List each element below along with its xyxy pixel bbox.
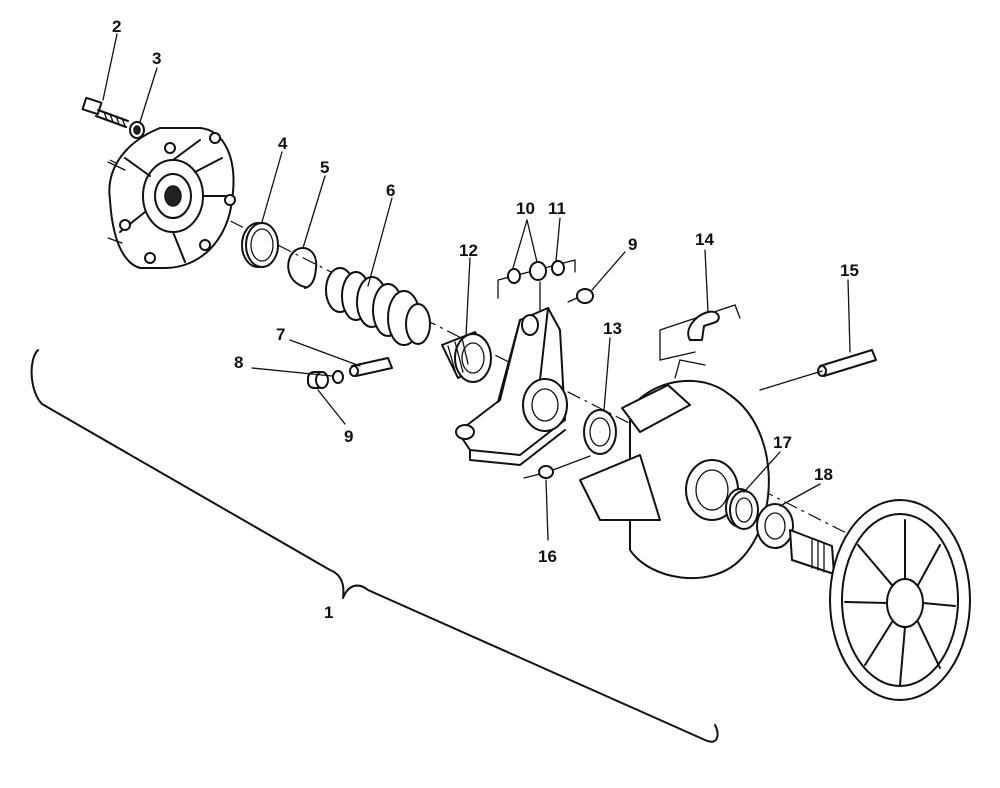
part-roller-sleeve bbox=[441, 331, 492, 383]
part-bolt bbox=[81, 96, 129, 128]
part-cap-lower bbox=[307, 371, 329, 389]
part-bushing bbox=[241, 222, 279, 268]
part-spider-arm bbox=[455, 307, 568, 466]
callout-14: 14 bbox=[695, 230, 714, 249]
part-snap-ring bbox=[287, 247, 318, 289]
callout-7: 7 bbox=[276, 325, 285, 344]
callout-11: 11 bbox=[548, 199, 566, 218]
part-thrust-washer bbox=[583, 409, 617, 455]
callout-4: 4 bbox=[278, 134, 288, 153]
callout-3: 3 bbox=[152, 49, 161, 68]
part-cap-upper bbox=[567, 288, 594, 304]
callout-8: 8 bbox=[234, 353, 243, 372]
callout-16: 16 bbox=[538, 547, 557, 566]
part-pin bbox=[349, 357, 393, 377]
part-bushing-17 bbox=[725, 488, 759, 530]
callout-1: 1 bbox=[324, 603, 333, 622]
part-nut bbox=[523, 455, 591, 479]
part-washer bbox=[129, 121, 145, 139]
part-small-ring bbox=[332, 370, 344, 384]
leader-lines bbox=[102, 33, 851, 541]
part-washer-18 bbox=[756, 503, 794, 549]
part-hardware-set bbox=[497, 259, 576, 311]
part-fixed-sheave bbox=[789, 499, 971, 701]
callout-17: 17 bbox=[773, 433, 792, 452]
callout-9-upper: 9 bbox=[628, 235, 637, 254]
callout-10: 10 bbox=[516, 199, 535, 218]
part-spring bbox=[325, 267, 431, 346]
callout-9-lower: 9 bbox=[344, 427, 353, 446]
part-clip bbox=[659, 304, 741, 361]
callout-18: 18 bbox=[814, 465, 833, 484]
callout-13: 13 bbox=[603, 319, 622, 338]
part-long-pin bbox=[759, 349, 877, 391]
callout-12: 12 bbox=[459, 241, 478, 260]
callout-2: 2 bbox=[112, 17, 121, 36]
callout-6: 6 bbox=[386, 181, 395, 200]
part-cover-plate bbox=[107, 127, 236, 269]
callout-5: 5 bbox=[320, 158, 329, 177]
callout-15: 15 bbox=[840, 261, 859, 280]
assembly-brace bbox=[30, 349, 719, 743]
part-movable-sheave bbox=[579, 359, 770, 580]
